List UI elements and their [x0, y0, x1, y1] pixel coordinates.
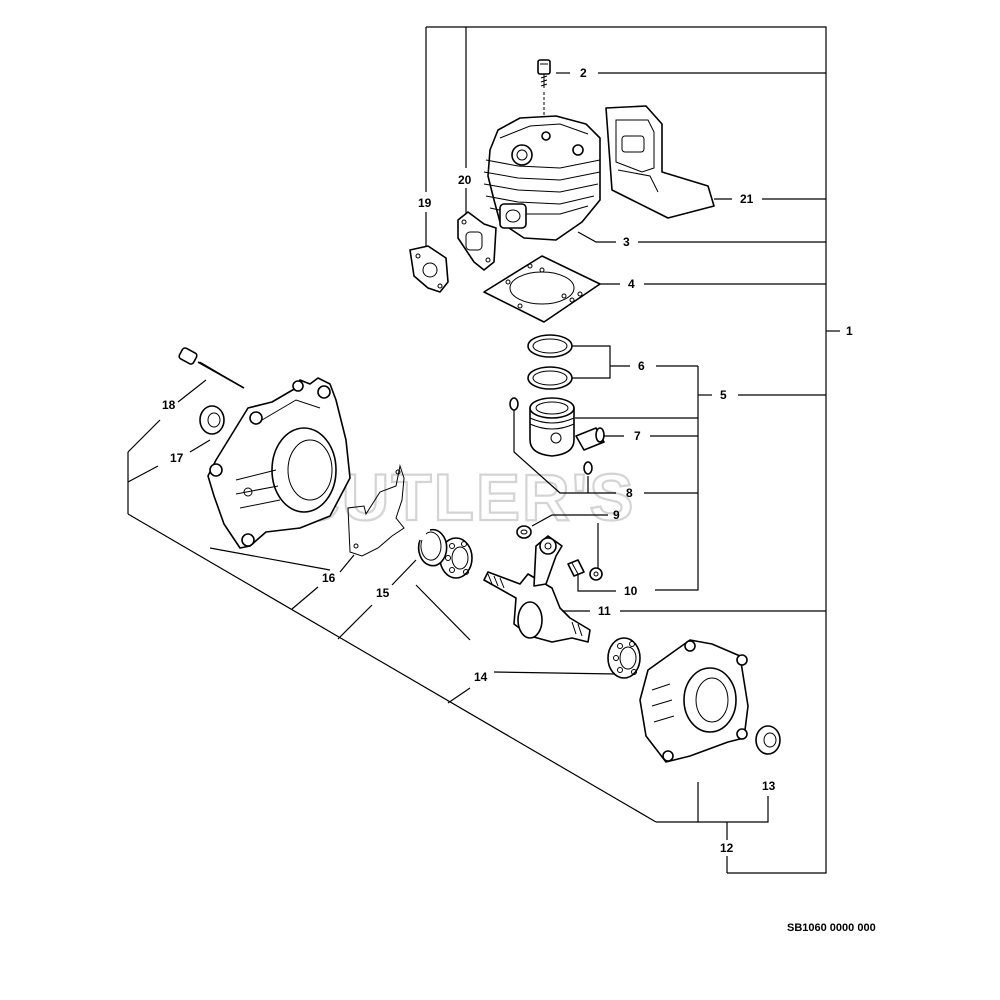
callout-labels: 1 2 3 4 5 6 7 8 9 10 11 12 13 14 15 16 1…	[162, 66, 853, 855]
callout-8: 8	[626, 486, 633, 500]
callout-18: 18	[162, 398, 176, 412]
callout-19: 19	[418, 196, 432, 210]
crankshaft-part	[483, 535, 591, 643]
callout-1: 1	[846, 324, 853, 338]
piston-pin-part	[575, 427, 605, 451]
callout-4: 4	[628, 277, 635, 291]
needle-bearing-part	[567, 559, 603, 581]
cylinder-part	[483, 115, 601, 241]
callout-12: 12	[720, 841, 734, 855]
callout-16: 16	[322, 571, 336, 585]
callout-5: 5	[720, 388, 727, 402]
piston-rings-part	[527, 334, 573, 390]
oil-seal-13-part	[755, 725, 781, 755]
callout-3: 3	[623, 235, 630, 249]
callout-13: 13	[762, 779, 776, 793]
callout-9: 9	[613, 508, 620, 522]
piston-part	[529, 397, 575, 457]
heat-shield-part	[605, 105, 715, 219]
callout-7: 7	[634, 429, 641, 443]
callout-2: 2	[580, 66, 587, 80]
circlip-8-left-part	[509, 397, 519, 411]
callout-14: 14	[474, 670, 488, 684]
callout-17: 17	[170, 451, 184, 465]
cylinder-bolt-part	[537, 59, 551, 180]
crankcase-gasket-part	[347, 464, 405, 557]
callout-6: 6	[638, 359, 645, 373]
leader-lines	[127, 26, 840, 874]
long-bolt-part	[178, 347, 245, 389]
insulator-19-part	[409, 245, 449, 293]
cylinder-gasket-part	[483, 255, 601, 323]
callout-10: 10	[624, 584, 638, 598]
reference-code: SB1060 0000 000	[787, 922, 876, 934]
callout-20: 20	[458, 173, 472, 187]
crankcase-half-right-part	[639, 639, 749, 763]
oil-seal-17-part	[199, 405, 225, 435]
gasket-20-part	[457, 211, 497, 271]
callout-11: 11	[598, 604, 611, 618]
snap-ring-part	[417, 528, 448, 567]
ball-bearing-14-right-part	[607, 637, 641, 679]
crankcase-half-left-part	[207, 377, 351, 549]
washer-9-part	[516, 525, 532, 539]
circlip-8-right-part	[583, 461, 593, 475]
callout-15: 15	[376, 586, 390, 600]
callout-21: 21	[740, 192, 754, 206]
